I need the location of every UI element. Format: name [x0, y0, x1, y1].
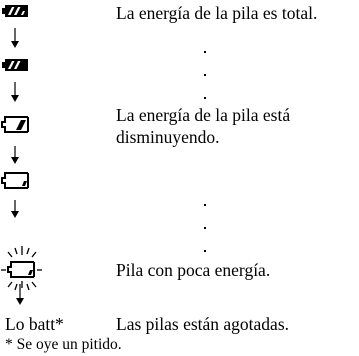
arrow-down-icon	[11, 82, 19, 102]
battery-half-icon	[1, 116, 29, 133]
lo-batt-indicator: Lo batt*	[5, 314, 64, 334]
ellipsis-dot	[204, 74, 206, 76]
arrow-down-icon	[11, 28, 19, 48]
level-half-label-line2: disminuyendo.	[116, 127, 220, 147]
ellipsis-dot	[204, 227, 206, 229]
ellipsis-dot	[204, 250, 206, 252]
level-exhausted-label: Las pilas están agotadas.	[116, 314, 290, 334]
ellipsis-dot	[204, 97, 206, 99]
arrow-down-icon	[11, 146, 19, 164]
level-half-label-line1: La energía de la pila está	[116, 105, 291, 125]
ellipsis-dot	[204, 51, 206, 53]
arrow-down-icon	[11, 200, 19, 218]
footnote: * Se oye un pitido.	[5, 336, 122, 353]
ellipsis-dot	[204, 204, 206, 206]
battery-high-icon	[2, 59, 28, 71]
level-full-label: La energía de la pila es total.	[116, 3, 318, 23]
level-low-label: Pila con poca energía.	[116, 260, 271, 280]
battery-low-icon	[1, 172, 29, 189]
battery-full-icon	[2, 5, 28, 17]
battery-empty-flashing-icon	[1, 246, 42, 291]
arrow-down-icon	[16, 284, 24, 305]
